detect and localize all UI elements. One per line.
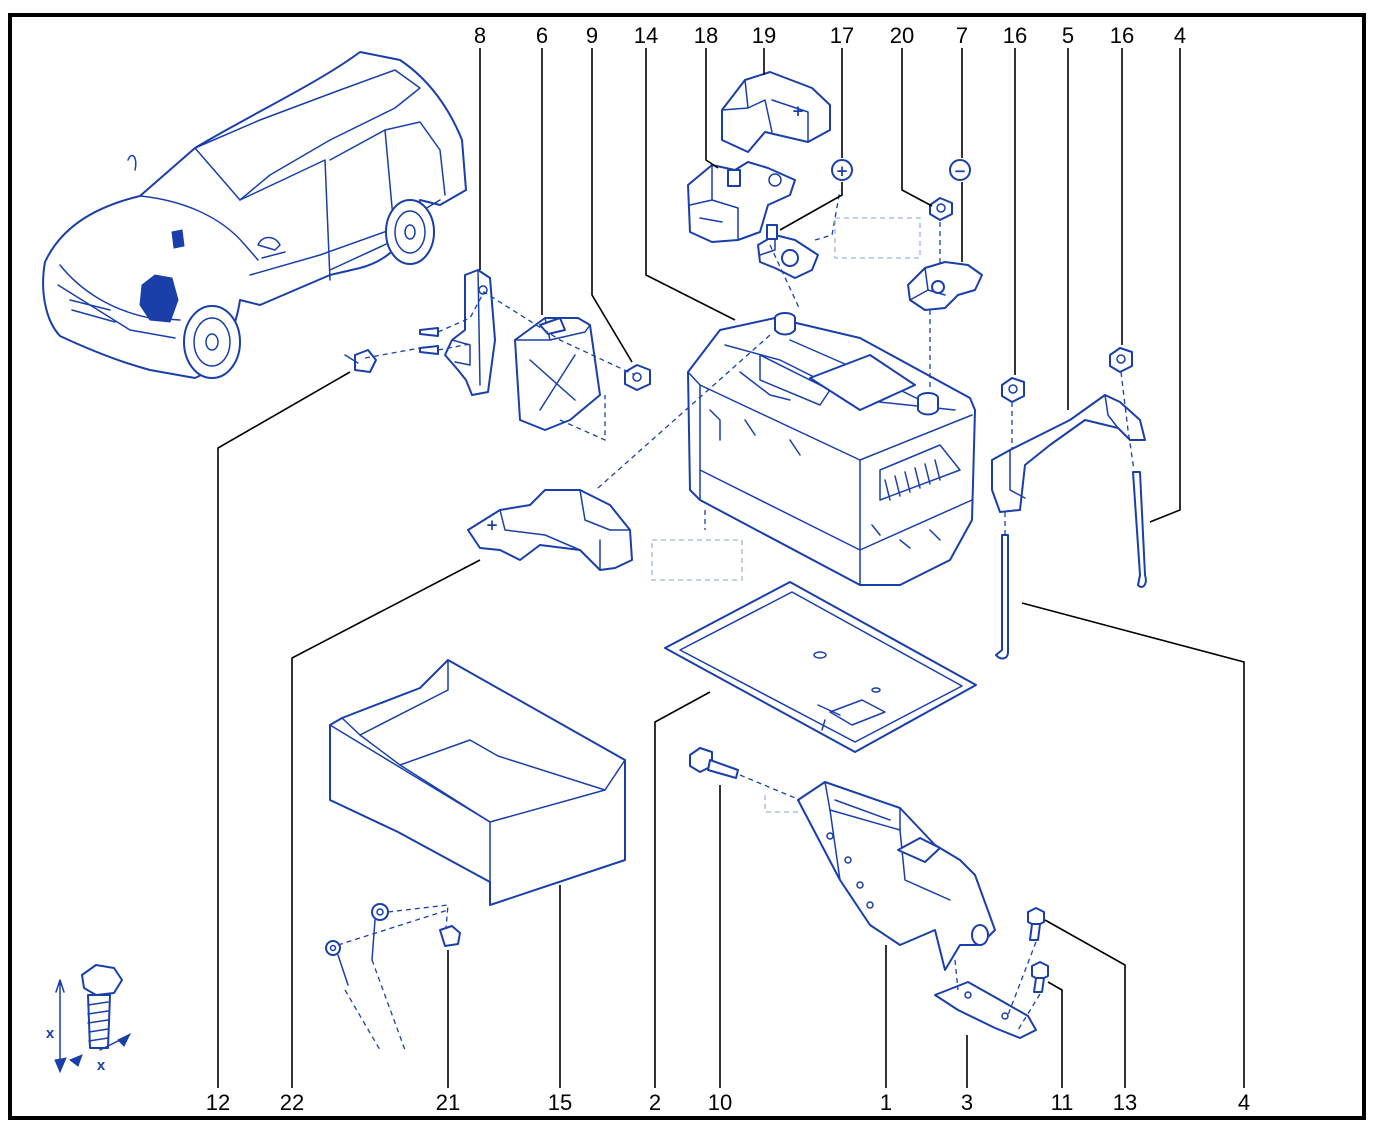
vehicle-illustration [42,51,467,379]
bolt-icon [1031,961,1049,993]
bolt-icon [1027,907,1045,941]
callout-label: 4 [1238,1090,1250,1115]
torque-bolt-symbol-icon: x x [46,964,132,1074]
negative-terminal-symbol: − [954,162,967,180]
positive-terminal-marker [831,159,853,181]
mounting-plate-icon [934,981,1037,1039]
fixing-set-icon [325,903,461,1051]
diagram-frame [8,13,1366,1120]
callout-label: 19 [752,23,776,48]
battery-holder-box-icon [514,317,601,431]
nut-icon [929,197,953,221]
callout-label: 1 [880,1090,892,1115]
callouts-bottom: 12 22 21 15 2 10 1 3 11 13 4 [206,1090,1250,1115]
callout-label: 3 [961,1090,973,1115]
nut-icon [624,364,651,391]
fuse-box-icon [687,161,796,243]
fuse-plus-mark: + [486,516,499,534]
callout-label: 11 [1051,1090,1074,1115]
storage-box-icon [329,659,626,906]
callout-label: 16 [1003,23,1027,48]
callout-label: 15 [548,1090,572,1115]
callout-label: 8 [474,23,486,48]
clamp-bracket-icon [991,394,1146,513]
callout-label: 21 [436,1090,460,1115]
terminal-cover-icon: + [467,489,633,571]
callout-label: 14 [634,23,658,48]
clamp-rod-icon [995,534,1009,660]
leader-lines [217,48,1245,1088]
callout-label: 10 [708,1090,732,1115]
terminal-clamp-icon: + [757,159,853,279]
callout-label: 17 [830,23,854,48]
negative-terminal-marker [949,159,971,181]
battery-icon [687,312,976,586]
clip-icon [344,349,377,373]
callout-label: 16 [1110,23,1134,48]
terminal-clamp-icon: − [907,159,983,311]
holder-bracket-icon [419,269,496,396]
clamp-rod-icon [1132,471,1147,588]
torque-label: x [46,1025,55,1042]
callout-label: 22 [280,1090,304,1115]
nut-icon [1001,377,1025,403]
mounting-bracket-icon [797,781,996,971]
callout-label: 13 [1113,1090,1137,1115]
callout-label: 6 [536,23,548,48]
bolt-icon [689,747,739,779]
assembly-guide-lines [337,189,1135,1031]
torque-label: x [97,1057,106,1074]
callout-label: 18 [694,23,718,48]
callouts-top: 8 6 9 14 18 19 17 20 7 16 5 16 4 [474,23,1186,48]
callout-label: 7 [956,23,968,48]
callout-label: 4 [1174,23,1186,48]
callout-label: 5 [1062,23,1074,48]
positive-terminal-symbol: + [836,162,849,180]
battery-tray-icon [664,581,977,753]
callout-label: 9 [586,23,598,48]
cover-plus-mark: + [792,102,805,120]
callout-label: 2 [649,1090,661,1115]
nut-icon [1109,347,1133,373]
callout-label: 20 [890,23,914,48]
callout-label: 12 [206,1090,230,1115]
terminal-cover-icon: + [721,71,831,153]
